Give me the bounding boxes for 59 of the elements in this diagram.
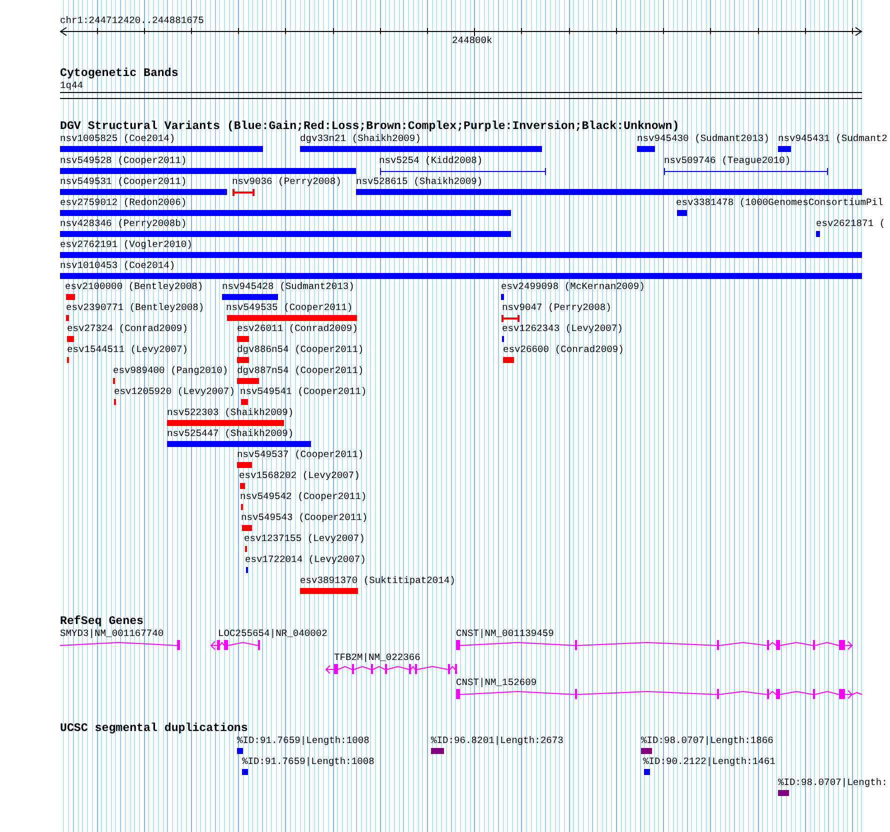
gene-label: LOC255654|NR_040002 bbox=[218, 629, 328, 639]
variant-label: esv3381478 (1000GenomesConsortiumPil bbox=[676, 198, 884, 208]
variant-label: nsv9047 (Perry2008) bbox=[502, 303, 612, 313]
variant-label: nsv5254 (Kidd2008) bbox=[379, 156, 483, 166]
variant-label: nsv525447 (Shaikh2009) bbox=[167, 429, 294, 439]
gene-label: TFB2M|NM_022366 bbox=[334, 653, 420, 663]
variant-label: nsv549543 (Cooper2011) bbox=[241, 513, 368, 523]
variant-label: nsv549535 (Cooper2011) bbox=[226, 303, 353, 313]
variant-label: esv2499098 (McKernan2009) bbox=[501, 282, 645, 292]
variant-label: dgv887n54 (Cooper2011) bbox=[237, 366, 364, 376]
variant-label: nsv528615 (Shaikh2009) bbox=[356, 177, 483, 187]
variant-label: esv26600 (Conrad2009) bbox=[503, 345, 624, 355]
variant-label: dgv33n21 (Shaikh2009) bbox=[300, 134, 421, 144]
variant-label: esv26011 (Conrad2009) bbox=[237, 324, 358, 334]
gene-label: CNST|NM_001139459 bbox=[456, 629, 554, 639]
duplication-label: %ID:90.2122|Length:1461 bbox=[643, 757, 776, 767]
variant-label: esv1237155 (Levy2007) bbox=[244, 534, 365, 544]
variant-label: nsv1010453 (Coe2014) bbox=[60, 261, 176, 271]
variant-label: nsv549537 (Cooper2011) bbox=[237, 450, 364, 460]
track-title: Cytogenetic Bands bbox=[60, 68, 178, 80]
variant-label: nsv9036 (Perry2008) bbox=[232, 177, 342, 187]
variant-label: esv2621871 ( bbox=[816, 219, 886, 229]
variant-label: esv2390771 (Bentley2008) bbox=[66, 303, 204, 313]
track-title: RefSeq Genes bbox=[60, 616, 144, 628]
duplication-label: %ID:91.7659|Length:1008 bbox=[242, 757, 374, 767]
duplication-label: %ID:98.0707|Length: bbox=[778, 778, 888, 788]
variant-label: nsv945431 (Sudmant2 bbox=[778, 134, 888, 144]
duplication-label: %ID:98.0707|Length:1866 bbox=[641, 736, 774, 746]
variant-label: dgv886n54 (Cooper2011) bbox=[237, 345, 364, 355]
variant-label: nsv549542 (Cooper2011) bbox=[240, 492, 367, 502]
ruler-range-label: chr1:244712420..244881675 bbox=[60, 16, 204, 26]
duplication-label: %ID:96.8201|Length:2673 bbox=[431, 736, 564, 746]
variant-label: nsv549531 (Cooper2011) bbox=[60, 177, 187, 187]
variant-label: nsv945428 (Sudmant2013) bbox=[222, 282, 354, 292]
variant-label: esv2762191 (Vogler2010) bbox=[60, 240, 192, 250]
variant-label: esv2100000 (Bentley2008) bbox=[65, 282, 204, 292]
variant-label: nsv549541 (Cooper2011) bbox=[240, 387, 367, 397]
ruler-tick-label: 244800k bbox=[452, 36, 492, 46]
variant-label: esv1722014 (Levy2007) bbox=[245, 555, 366, 565]
gene-label: CNST|NM_152609 bbox=[456, 678, 537, 688]
variant-label: nsv1005825 (Coe2014) bbox=[60, 134, 176, 144]
variant-label: nsv509746 (Teague2010) bbox=[664, 156, 791, 166]
variant-label: esv1205920 (Levy2007) bbox=[114, 387, 235, 397]
variant-label: nsv522303 (Shaikh2009) bbox=[167, 408, 294, 418]
variant-label: esv1262343 (Levy2007) bbox=[502, 324, 623, 334]
gene-label: SMYD3|NM_001167740 bbox=[60, 629, 164, 639]
cytoband-label: 1q44 bbox=[60, 81, 84, 91]
duplication-label: %ID:91.7659|Length:1008 bbox=[237, 736, 370, 746]
variant-label: nsv428346 (Perry2008b) bbox=[60, 219, 187, 229]
variant-label: nsv945430 (Sudmant2013) bbox=[637, 134, 770, 144]
variant-label: esv27324 (Conrad2009) bbox=[67, 324, 188, 334]
track-title: UCSC segmental duplications bbox=[60, 723, 248, 735]
variant-label: esv2759012 (Redon2006) bbox=[60, 198, 187, 208]
variant-label: esv1544511 (Levy2007) bbox=[67, 345, 188, 355]
track-title: DGV Structural Variants (Blue:Gain;Red:Loss;Brown:Complex;Purple:Inversion;Black:Unknown) bbox=[60, 121, 680, 133]
variant-label: esv1568202 (Levy2007) bbox=[239, 471, 360, 481]
variant-label: esv989400 (Pang2010) bbox=[113, 366, 228, 376]
variant-label: nsv549528 (Cooper2011) bbox=[60, 156, 187, 166]
variant-label: esv3891370 (Suktitipat2014) bbox=[300, 576, 456, 586]
